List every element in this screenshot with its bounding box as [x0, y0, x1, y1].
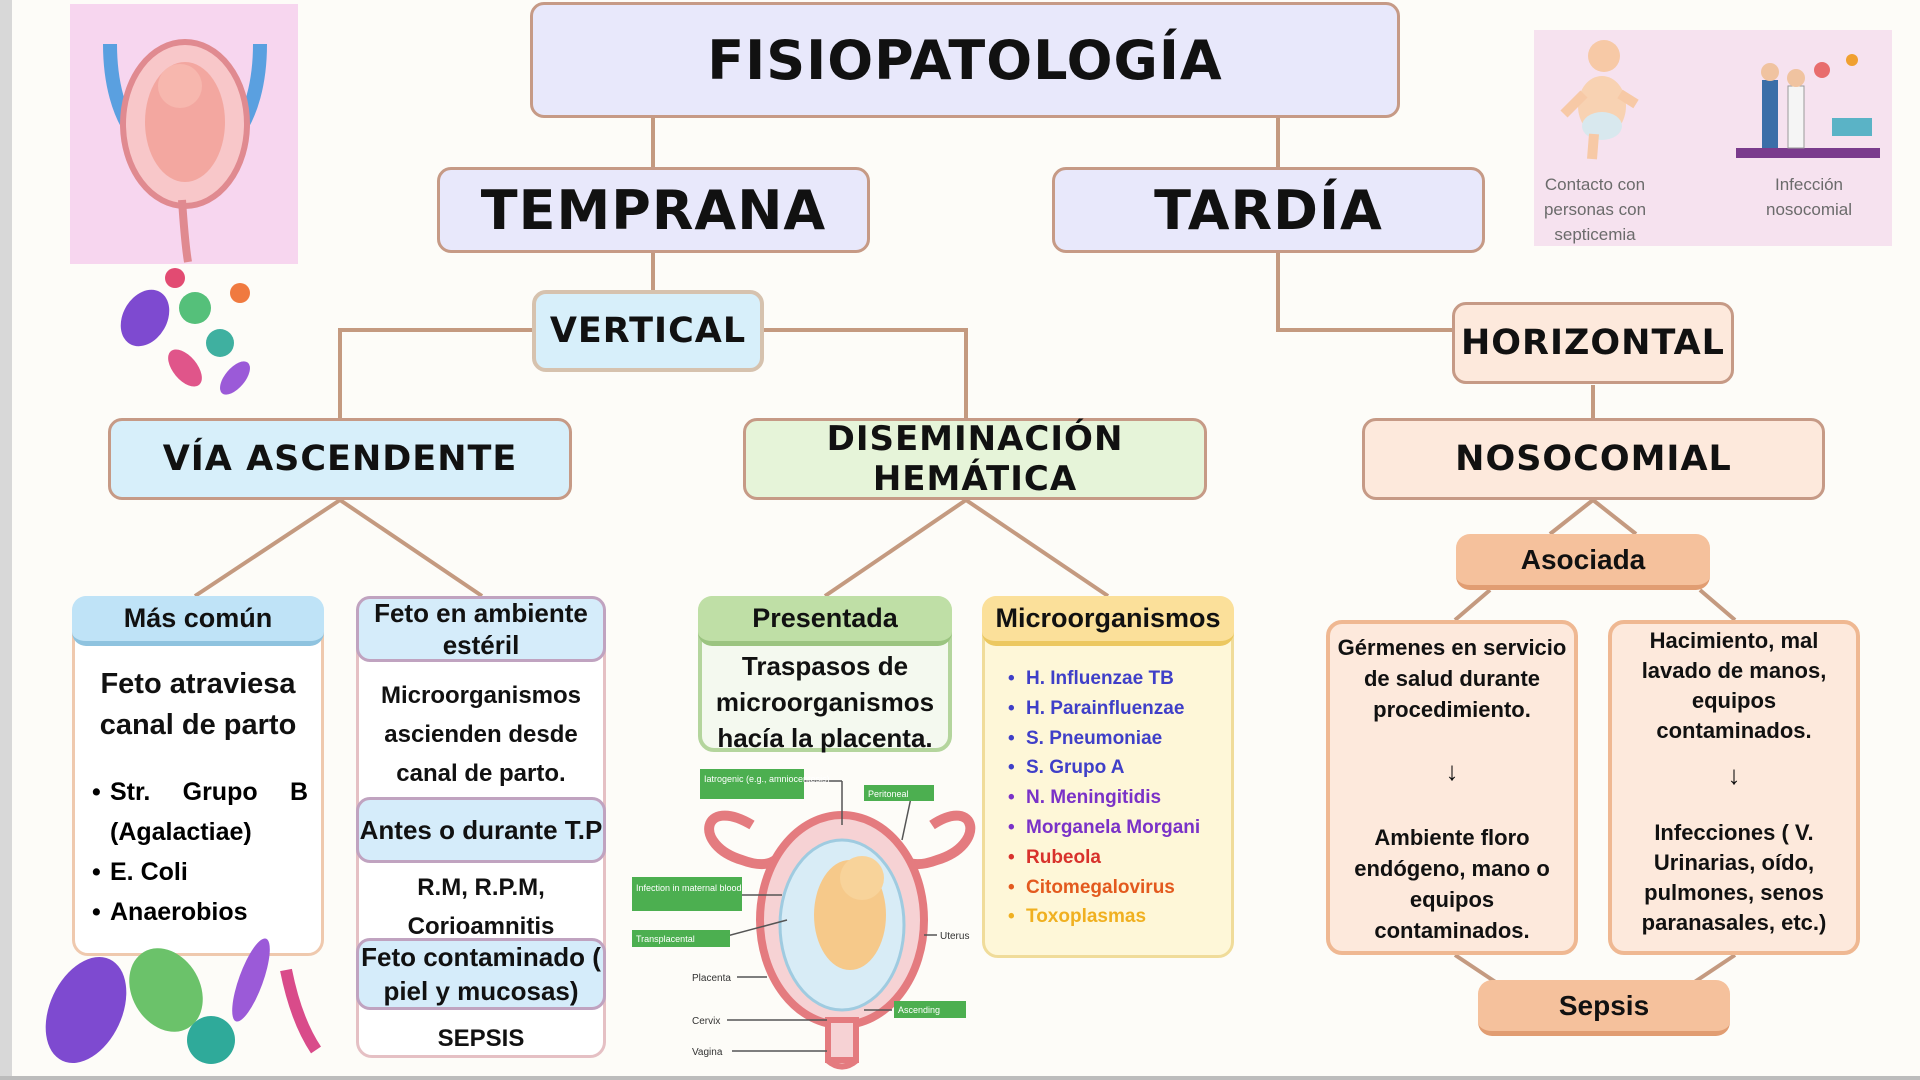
most-common-header-text: Más común — [123, 603, 273, 633]
horizontal-label: HORIZONTAL — [1461, 323, 1725, 363]
presented-body: Traspasos de microorganismos hacía la pl… — [715, 651, 935, 753]
right-nosocomial-bottom: Infecciones ( V. Urinarias, oído, pulmon… — [1641, 820, 1827, 935]
vertical-label: VERTICAL — [549, 311, 747, 351]
pregnancy-illustration — [70, 4, 298, 264]
microorganism-item: Morganela Morgani — [1004, 813, 1230, 843]
label-placenta: Placenta — [692, 973, 731, 984]
hematic-dissemination-box: DISEMINACIÓN HEMÁTICA — [743, 418, 1207, 500]
before-labor-header: Antes o durante T.P — [356, 797, 606, 863]
microorganism-item: Toxoplasmas — [1004, 902, 1230, 932]
label-vagina: Vagina — [692, 1047, 723, 1058]
left-nosocomial-bottom: Ambiente floro endógeno, mano o equipos … — [1354, 825, 1550, 943]
bacteria-illustration-bottom — [45, 938, 322, 1064]
list-item: E. Coli — [88, 852, 308, 892]
microorganisms-header-text: Microorganismos — [995, 603, 1221, 633]
cervix-shape — [825, 1017, 859, 1063]
most-common-list: Str. Grupo B (Agalactiae) E. Coli Anaero… — [88, 772, 308, 932]
right-nosocomial-top: Hacimiento, mal lavado de manos, equipos… — [1641, 628, 1827, 743]
label-transplacental: Transplacental — [636, 934, 695, 944]
label-peritoneal: Peritoneal — [868, 789, 909, 799]
baby-icon — [1560, 40, 1639, 160]
contaminated-fetus-header-text: Feto contaminado ( piel y mucosas) — [361, 942, 601, 1006]
left-nosocomial-top: Gérmenes en servicio de salud durante pr… — [1337, 635, 1567, 722]
sterile-header-text: Feto en ambiente estéril — [374, 598, 588, 660]
horizontal-box: HORIZONTAL — [1452, 302, 1734, 384]
hematic-dissemination-label: DISEMINACIÓN HEMÁTICA — [826, 419, 1124, 499]
early-branch-box: TEMPRANA — [437, 167, 870, 253]
list-item: Anaerobios — [88, 892, 308, 932]
window-left-edge — [0, 0, 12, 1080]
page-title: FISIOPATOLOGÍA — [707, 28, 1223, 92]
uterus-illustration: Iatrogenic (e.g., amniocentesis) Periton… — [632, 769, 976, 1070]
label-iatrogenic: Iatrogenic (e.g., amniocentesis) — [704, 774, 830, 784]
early-branch-label: TEMPRANA — [480, 178, 827, 242]
associated-label: Asociada — [1520, 543, 1646, 575]
label-cervix: Cervix — [692, 1016, 720, 1027]
associated-tab: Asociada — [1456, 534, 1710, 590]
window-bottom-edge — [0, 1076, 1920, 1080]
sterile-body: Microorganismos ascienden desde canal de… — [380, 682, 582, 787]
ascending-route-box: VÍA ASCENDENTE — [108, 418, 572, 500]
left-nosocomial-card — [1326, 620, 1578, 955]
microorganism-item: S. Pneumoniae — [1004, 724, 1230, 754]
before-labor-header-text: Antes o durante T.P — [359, 815, 603, 845]
most-common-header: Más común — [72, 596, 324, 646]
microorganism-item: H. Influenzae TB — [1004, 664, 1230, 694]
label-maternal-blood: Infection in maternal blood — [636, 883, 742, 893]
caption-contact: Contacto con personas con septicemia — [1543, 175, 1647, 244]
right-arrow: ↓ — [1727, 760, 1741, 790]
microorganism-item: S. Grupo A — [1004, 753, 1230, 783]
label-ascending: Ascending — [898, 1005, 940, 1015]
microorganisms-header: Microorganismos — [982, 596, 1234, 646]
caption-nosocomial: Infección nosocomial — [1766, 175, 1852, 219]
ascending-route-label: VÍA ASCENDENTE — [162, 439, 518, 479]
nosocomial-box: NOSOCOMIAL — [1362, 418, 1825, 500]
most-common-body: Feto atraviesa canal de parto — [99, 668, 297, 741]
late-branch-box: TARDÍA — [1052, 167, 1485, 253]
label-uterus: Uterus — [940, 931, 969, 942]
left-arrow: ↓ — [1445, 756, 1459, 786]
microorganism-item: N. Meningitidis — [1004, 783, 1230, 813]
hospital-icon — [1736, 54, 1880, 158]
right-nosocomial-card — [1608, 620, 1860, 955]
sterile-header: Feto en ambiente estéril — [356, 596, 606, 662]
list-item: Str. Grupo B (Agalactiae) — [88, 772, 308, 852]
sepsis-footer: SEPSIS — [437, 1025, 525, 1052]
microorganisms-list: H. Influenzae TBH. ParainfluenzaeS. Pneu… — [1004, 664, 1230, 932]
late-branch-label: TARDÍA — [1154, 178, 1383, 242]
bacteria-illustration-top — [120, 268, 250, 395]
microorganism-item: H. Parainfluenzae — [1004, 694, 1230, 724]
presented-header: Presentada — [698, 596, 952, 646]
contaminated-fetus-header: Feto contaminado ( piel y mucosas) — [356, 938, 606, 1010]
microorganism-item: Rubeola — [1004, 843, 1230, 873]
sepsis-tab: Sepsis — [1478, 980, 1730, 1036]
microorganism-item: Citomegalovirus — [1004, 873, 1230, 903]
before-labor-body: R.M, R.P.M, Corioamnitis — [407, 874, 555, 940]
title-box: FISIOPATOLOGÍA — [530, 2, 1400, 118]
presented-header-text: Presentada — [752, 603, 898, 633]
vertical-box: VERTICAL — [532, 290, 764, 372]
sepsis-label: Sepsis — [1558, 989, 1650, 1021]
nosocomial-label: NOSOCOMIAL — [1455, 439, 1732, 479]
